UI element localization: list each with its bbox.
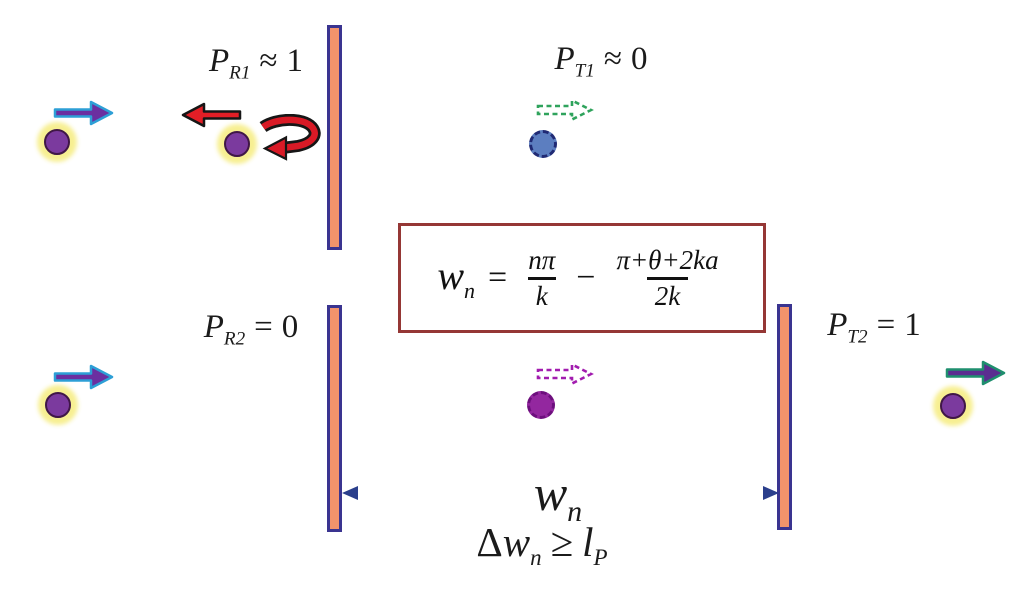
label-planck-length-sub: P bbox=[593, 545, 608, 571]
width-measure-arrow-right-icon bbox=[621, 486, 779, 500]
label-wn-width: wn bbox=[534, 468, 582, 527]
label-PT2-sub: T2 bbox=[847, 326, 868, 348]
label-PR2-rel: = bbox=[254, 309, 273, 345]
formula-equals: = bbox=[488, 259, 508, 296]
label-delta-symbol: Δ bbox=[476, 519, 503, 565]
label-PR2-sub: R2 bbox=[223, 328, 246, 350]
tunneling-particle bbox=[527, 391, 555, 419]
label-delta-var: w bbox=[502, 519, 531, 565]
measure-left-arrowhead bbox=[342, 486, 358, 500]
incident-particle-bottom bbox=[45, 392, 71, 418]
label-planck-length: l bbox=[582, 519, 594, 565]
transmitted-particle-bottom bbox=[940, 393, 966, 419]
u-turn-arrowhead bbox=[262, 135, 288, 161]
label-PR1-value: 1 bbox=[286, 43, 304, 79]
u-turn-body bbox=[261, 116, 318, 151]
formula-lhs-var: w bbox=[437, 253, 465, 298]
label-PT1-sub: T1 bbox=[574, 60, 595, 82]
resonance-width-formula-box: wn = nπ k − π+θ+2ka 2k bbox=[398, 223, 766, 333]
measure-right-arrowhead bbox=[763, 486, 779, 500]
formula-minus: − bbox=[576, 259, 596, 296]
ghost-transmitted-arrow-top-icon bbox=[536, 98, 594, 122]
formula-fraction-2: π+θ+2ka 2k bbox=[608, 244, 726, 312]
ghost-arrow-top-shape bbox=[536, 98, 594, 122]
label-PR2-value: 0 bbox=[281, 309, 299, 345]
label-PR1-base: P bbox=[208, 43, 230, 79]
label-PT2-base: P bbox=[827, 307, 848, 343]
formula-frac1-num: nπ bbox=[528, 245, 556, 276]
formula-frac2-den: 2k bbox=[646, 276, 689, 312]
bounce-back-u-turn-arrow-icon bbox=[259, 114, 321, 161]
label-PT1-rel: ≈ bbox=[603, 41, 622, 77]
label-PT1-value: 0 bbox=[631, 41, 648, 77]
width-measure-arrow-left-icon bbox=[342, 486, 492, 500]
ghost-tunneling-arrow-shape bbox=[536, 362, 594, 386]
label-geq: ≥ bbox=[550, 519, 574, 565]
barrier-bottom-left bbox=[327, 305, 342, 532]
ghost-particle-top bbox=[529, 130, 557, 158]
label-PT1: PT1 ≈0 bbox=[555, 43, 648, 81]
label-delta-sub: n bbox=[530, 545, 542, 571]
label-PR1-rel: ≈ bbox=[259, 43, 278, 79]
incident-arrow-top-icon bbox=[53, 100, 114, 126]
label-PT2-rel: = bbox=[876, 307, 896, 343]
label-PT2: PT2 =1 bbox=[827, 309, 921, 347]
label-PT1-base: P bbox=[554, 41, 575, 77]
label-wn-sub: n bbox=[567, 495, 583, 528]
incident-arrow-bottom-shape bbox=[53, 364, 114, 390]
incident-particle-top bbox=[44, 129, 70, 155]
formula-lhs: wn bbox=[437, 252, 475, 304]
label-wn-base: w bbox=[533, 465, 568, 521]
reflected-arrow-icon bbox=[181, 102, 242, 128]
label-PR1-sub: R1 bbox=[229, 62, 251, 84]
barrier-top bbox=[327, 25, 342, 250]
label-planck-bound: Δwn ≥lP bbox=[476, 522, 607, 570]
formula-lhs-sub: n bbox=[464, 278, 476, 303]
formula-frac2-num: π+θ+2ka bbox=[616, 245, 719, 276]
ghost-tunneling-arrow-icon bbox=[536, 362, 594, 386]
label-PR2: PR2 =0 bbox=[204, 311, 299, 349]
transmitted-arrow-bottom-icon bbox=[945, 360, 1006, 386]
formula-fraction-1: nπ k bbox=[520, 244, 563, 312]
reflected-particle bbox=[224, 131, 250, 157]
transmitted-arrow-bottom-shape bbox=[945, 360, 1006, 386]
barrier-bottom-right bbox=[777, 304, 792, 530]
label-PR2-base: P bbox=[203, 309, 224, 345]
incident-arrow-top-shape bbox=[53, 100, 114, 126]
label-PR1: PR1 ≈1 bbox=[209, 45, 303, 83]
reflected-arrow-shape bbox=[181, 102, 242, 128]
incident-arrow-bottom-icon bbox=[53, 364, 114, 390]
formula-frac1-den: k bbox=[527, 276, 556, 312]
label-PT2-value: 1 bbox=[904, 307, 921, 343]
